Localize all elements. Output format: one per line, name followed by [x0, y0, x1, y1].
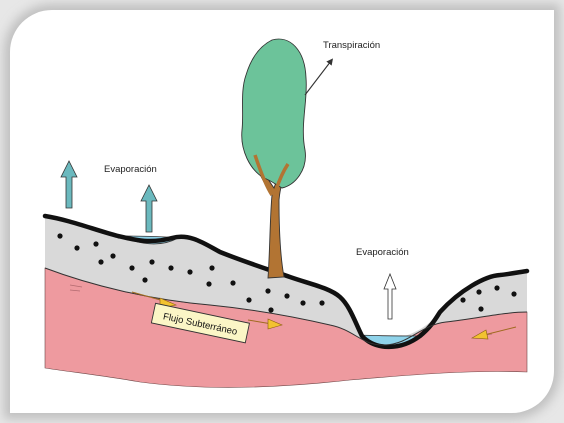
evaporation-label-left: Evaporación	[104, 164, 157, 175]
transpiration-arrow-icon	[305, 61, 331, 95]
tree-icon	[242, 39, 307, 278]
evaporation-arrow-far-left	[61, 161, 77, 208]
evaporation-label-right: Evaporación	[356, 247, 409, 258]
evaporation-arrow-pond-right	[384, 274, 396, 319]
evaporation-arrow-pond-left	[141, 185, 157, 232]
transpiration-label: Transpiración	[323, 40, 380, 51]
water-cycle-diagram: Flujo Subterráneo Transpiración Evaporac…	[10, 10, 554, 413]
diagram-card: Flujo Subterráneo Transpiración Evaporac…	[10, 10, 554, 413]
tree-crown	[242, 39, 307, 188]
